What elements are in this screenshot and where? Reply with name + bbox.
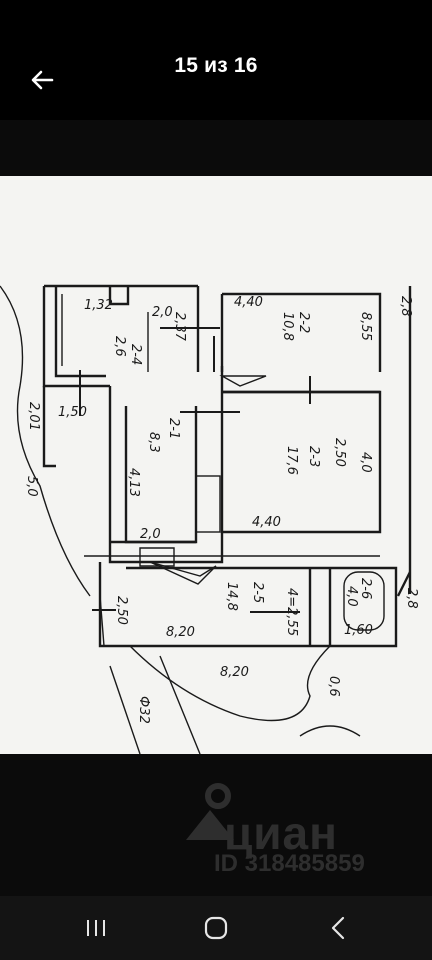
- watermark-brand: циан: [224, 807, 338, 859]
- plan-label: 2,8: [404, 588, 419, 609]
- plan-label: 1,50: [58, 405, 87, 420]
- floor-plan-drawing: 1,32 2,6 2-4 2,0 2,37 4,40 2-2 10,8 8,55…: [0, 284, 419, 754]
- home-button[interactable]: [186, 908, 246, 948]
- watermark-listing-id: ID 318485859: [214, 850, 365, 877]
- plan-label: 2,50: [114, 596, 129, 625]
- plan-label: 5,0: [24, 476, 39, 497]
- plan-label: 2,0: [140, 527, 161, 542]
- plan-label: 2-2: [296, 312, 311, 333]
- plan-label: 2-4: [128, 344, 143, 365]
- plan-label: 4,40: [234, 295, 263, 310]
- plan-label: 4,13: [126, 468, 141, 497]
- floor-plan-photo[interactable]: 1,32 2,6 2-4 2,0 2,37 4,40 2-2 10,8 8,55…: [0, 176, 432, 754]
- plan-label: 2,01: [26, 402, 41, 431]
- plan-label: 8,55: [358, 312, 373, 341]
- map-pin-icon: [186, 783, 234, 840]
- gallery-counter: 15 из 16: [174, 54, 258, 77]
- plan-label: 17,6: [284, 446, 299, 475]
- home-icon: [204, 916, 228, 940]
- plan-label: 14,8: [224, 582, 239, 611]
- plan-label: Ф32: [136, 696, 151, 724]
- back-button[interactable]: [20, 58, 64, 102]
- plan-label: 10,8: [280, 312, 295, 341]
- plan-label: 4,0: [344, 586, 359, 607]
- cian-watermark: циан ID 318485859: [180, 780, 420, 880]
- plan-label: 2-5: [250, 582, 265, 603]
- plan-label: 4,0: [358, 452, 373, 473]
- plan-label: 0,6: [326, 676, 341, 697]
- plan-label: 2,50: [332, 438, 347, 467]
- plan-label: 4,40: [252, 515, 281, 530]
- top-app-bar: 15 из 16: [0, 34, 432, 120]
- plan-label: 8,20: [166, 625, 195, 640]
- system-nav-bar: [0, 896, 432, 960]
- status-bar: [0, 0, 432, 34]
- nav-back-button[interactable]: [308, 908, 368, 948]
- plan-label: 2-1: [166, 418, 181, 439]
- recent-apps-button[interactable]: [66, 908, 126, 948]
- arrow-left-icon: [31, 70, 54, 90]
- plan-label: 2,8: [398, 296, 413, 317]
- chevron-left-icon: [331, 916, 345, 940]
- plan-label: 2,6: [112, 336, 127, 357]
- plan-label: 4=2,55: [284, 588, 299, 636]
- plan-label: 8,20: [220, 665, 249, 680]
- plan-label: 8,3: [146, 432, 161, 453]
- plan-label: 2-3: [306, 446, 321, 467]
- plan-label: 2,37: [172, 312, 187, 342]
- plan-label: 1,32: [84, 298, 113, 313]
- recent-apps-icon: [87, 920, 105, 936]
- plan-label: 2,0: [152, 305, 173, 320]
- plan-label: 2-6: [358, 578, 373, 599]
- plan-label: 1,60: [344, 623, 373, 638]
